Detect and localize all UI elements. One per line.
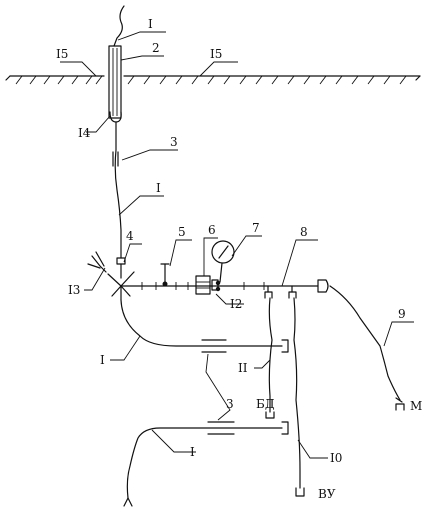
ground-surface bbox=[5, 75, 421, 85]
label-9: 9 bbox=[398, 307, 406, 321]
label-4: 4 bbox=[126, 229, 134, 243]
coupling-3-low bbox=[207, 421, 235, 435]
label-1-mid: I bbox=[156, 181, 161, 195]
fitting-4 bbox=[116, 257, 126, 279]
label-12: I2 bbox=[230, 297, 242, 311]
main-hose bbox=[114, 121, 122, 259]
label-5: 5 bbox=[178, 225, 186, 239]
return-fitting-upper bbox=[281, 339, 289, 353]
label-3-low: 3 bbox=[226, 397, 234, 411]
label-1-low: I bbox=[100, 353, 105, 367]
coupling-3-top bbox=[112, 151, 119, 167]
label-13: I3 bbox=[68, 283, 80, 297]
valve-5 bbox=[160, 263, 170, 287]
manifold-ticks bbox=[141, 282, 265, 290]
label-15-right: I5 bbox=[210, 47, 222, 61]
label-14: I4 bbox=[78, 126, 91, 140]
tap-10 bbox=[288, 285, 297, 299]
return-fitting-lower bbox=[281, 421, 289, 435]
terminal-bd bbox=[265, 411, 275, 419]
hose-9 bbox=[329, 285, 401, 401]
return-hose-upper bbox=[120, 299, 283, 347]
end-coupling bbox=[317, 279, 329, 293]
fitting-12 bbox=[211, 279, 221, 292]
label-m: М bbox=[410, 399, 422, 413]
label-11: II bbox=[238, 361, 248, 375]
support-13 bbox=[87, 251, 135, 301]
return-hose-lower bbox=[126, 427, 283, 499]
hose-10 bbox=[293, 297, 301, 489]
top-hose bbox=[113, 5, 125, 47]
label-8: 8 bbox=[300, 225, 308, 239]
label-bd: БД bbox=[256, 397, 275, 411]
pressure-gauge-7 bbox=[211, 240, 235, 283]
coupling-3-mid bbox=[201, 339, 227, 353]
terminal-vu bbox=[295, 487, 305, 497]
label-1-top: I bbox=[148, 17, 153, 31]
label-3-top: 3 bbox=[170, 135, 178, 149]
label-10: I0 bbox=[330, 451, 342, 465]
bottom-tail bbox=[123, 497, 133, 507]
label-1-bottom: I bbox=[190, 445, 195, 459]
label-vu: ВУ bbox=[318, 487, 336, 501]
leader-lines bbox=[60, 31, 414, 459]
terminal-m bbox=[395, 397, 405, 411]
borehole-casing bbox=[108, 45, 122, 123]
hose-11 bbox=[268, 297, 273, 413]
label-15-left: I5 bbox=[56, 47, 68, 61]
tap-11 bbox=[264, 285, 273, 299]
label-2: 2 bbox=[152, 41, 160, 55]
meter-6 bbox=[195, 275, 211, 295]
label-6: 6 bbox=[208, 223, 216, 237]
label-7: 7 bbox=[252, 221, 260, 235]
